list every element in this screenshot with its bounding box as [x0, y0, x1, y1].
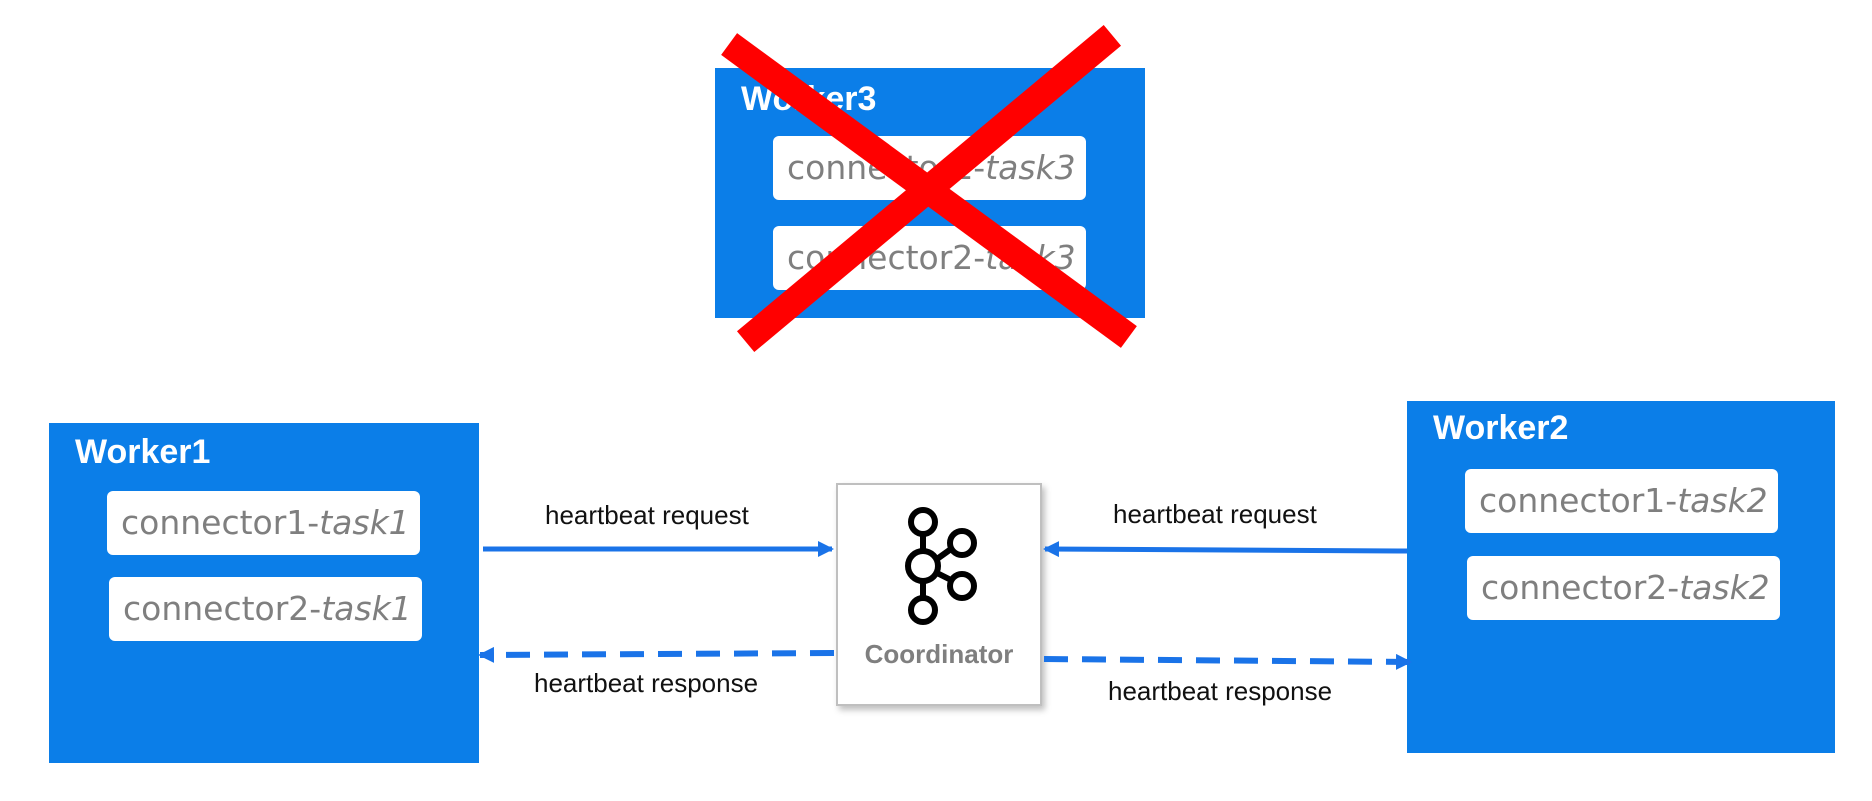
- worker2-title: Worker2: [1433, 409, 1569, 447]
- coordinator-label: Coordinator: [864, 639, 1014, 669]
- task-label: task3: [985, 148, 1076, 187]
- worker1-title: Worker1: [75, 433, 211, 471]
- connector-label: connector1-: [121, 503, 320, 542]
- task-label: task2: [1677, 481, 1768, 520]
- worker1-box: Worker1 connector1-task1 connector2-task…: [49, 423, 479, 763]
- failure-cross-icon: [721, 24, 1137, 353]
- right-request-label: heartbeat request: [1113, 499, 1317, 529]
- connector-label: connector2-: [123, 589, 322, 628]
- worker2-box: Worker2 connector1-task2 connector2-task…: [1407, 401, 1835, 753]
- right-response-label: heartbeat response: [1108, 676, 1333, 706]
- task-label: task2: [1679, 568, 1770, 607]
- connector-label: connector1-: [1479, 481, 1678, 520]
- coordinator-box: Coordinator: [836, 483, 1042, 706]
- left-request-label: heartbeat request: [545, 500, 749, 530]
- worker2-task-1: connector1-task2: [1465, 469, 1778, 533]
- worker1-task-2: connector2-task1: [109, 577, 422, 641]
- task-label: task1: [319, 503, 410, 542]
- worker1-task-1: connector1-task1: [107, 491, 420, 555]
- connector-label: connector2-: [1481, 568, 1680, 607]
- worker1-response-arrow: [478, 646, 835, 663]
- worker2-request-arrow: [1043, 541, 1408, 558]
- kafka-logo-icon: [905, 507, 977, 625]
- left-response-label: heartbeat response: [534, 668, 759, 698]
- task-label: task1: [321, 589, 412, 628]
- worker2-task-2: connector2-task2: [1467, 556, 1780, 620]
- worker2-response-arrow: [1043, 653, 1412, 670]
